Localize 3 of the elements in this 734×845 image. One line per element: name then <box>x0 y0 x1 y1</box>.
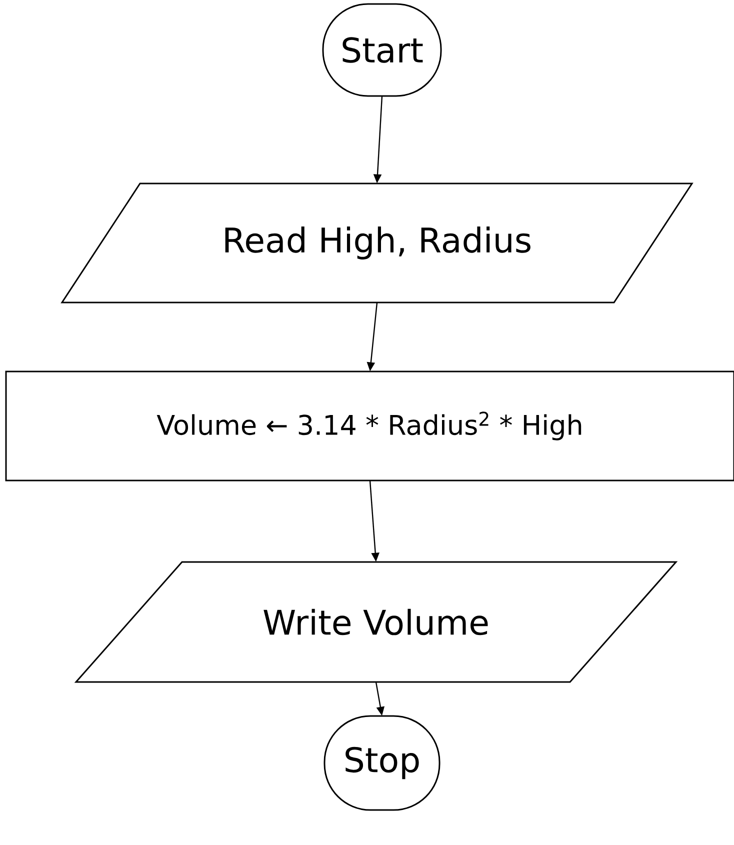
terminal-box: Start <box>322 3 442 97</box>
terminal-box: Stop <box>324 715 440 811</box>
process-box: Volume ← 3.14 * Radius$^{2}$ * High <box>5 370 734 482</box>
